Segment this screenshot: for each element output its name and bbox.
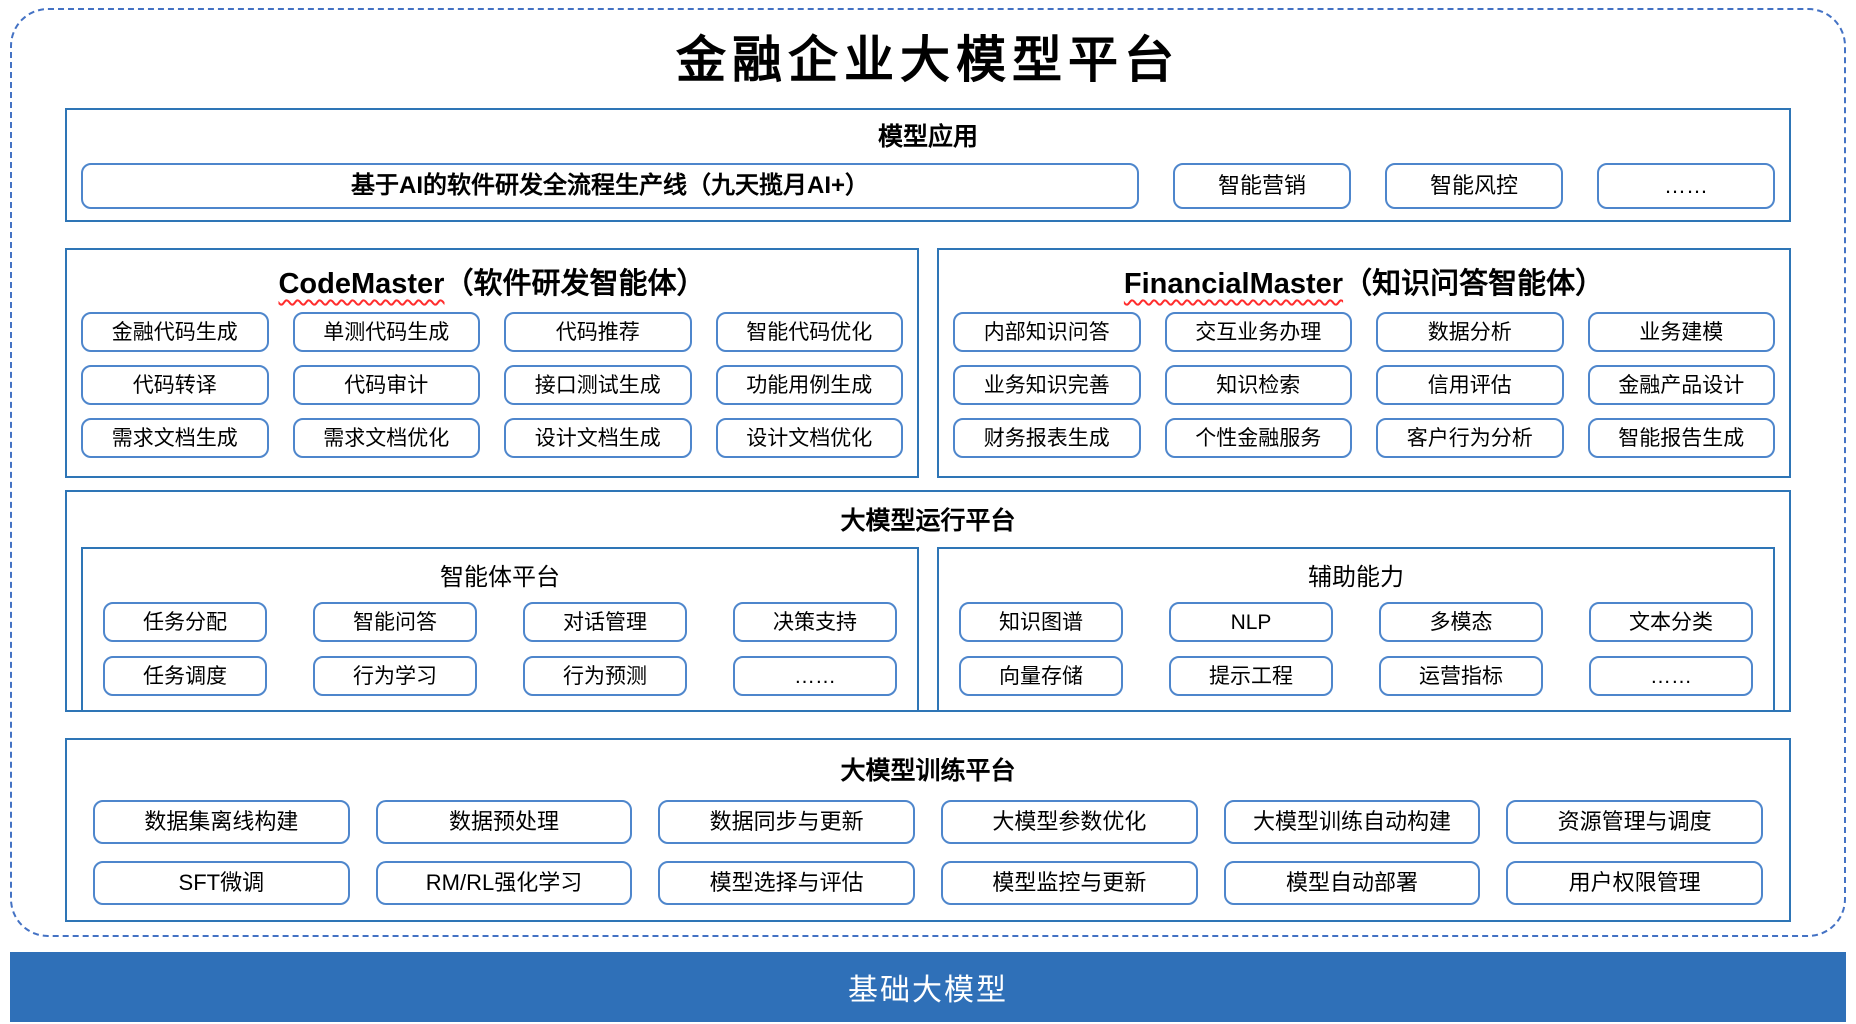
training-item: 资源管理与调度 [1506, 800, 1763, 844]
training-item: 大模型训练自动构建 [1223, 800, 1481, 844]
financialmaster-item: 信用评估 [1376, 365, 1564, 405]
financialmaster-title-en: FinancialMaster [1123, 268, 1344, 300]
financialmaster-item: 智能报告生成 [1587, 418, 1775, 458]
codemaster-item: 设计文档生成 [504, 418, 692, 458]
codemaster-title-zh: （软件研发智能体） [444, 268, 706, 300]
codemaster-grid: 金融代码生成 单测代码生成 代码推荐 智能代码优化 代码转译 代码审计 接口测试… [81, 312, 903, 458]
app-box-marketing: 智能营销 [1173, 163, 1351, 209]
training-item: 模型自动部署 [1223, 861, 1481, 905]
financialmaster-item: 客户行为分析 [1376, 418, 1564, 458]
codemaster-item: 代码推荐 [504, 312, 692, 352]
aux-ability-item: 运营指标 [1379, 656, 1543, 696]
financialmaster-item: 业务知识完善 [953, 365, 1141, 405]
agent-platform-grid: 任务分配 智能问答 对话管理 决策支持 任务调度 行为学习 行为预测 …… [103, 602, 897, 696]
codemaster-item: 需求文档生成 [81, 418, 269, 458]
aux-ability-item: 提示工程 [1169, 656, 1333, 696]
model-applications-row: 基于AI的软件研发全流程生产线（九天揽月AI+） 智能营销 智能风控 …… [81, 163, 1775, 209]
financialmaster-item: 内部知识问答 [953, 312, 1141, 352]
section-model-applications: 模型应用 基于AI的软件研发全流程生产线（九天揽月AI+） 智能营销 智能风控 … [65, 108, 1791, 222]
financialmaster-item: 知识检索 [1164, 365, 1352, 405]
codemaster-item: 接口测试生成 [504, 365, 692, 405]
section-model-applications-title: 模型应用 [877, 123, 978, 151]
financialmaster-item: 个性金融服务 [1164, 418, 1352, 458]
section-training-platform: 大模型训练平台 数据集离线构建 数据预处理 数据同步与更新 大模型参数优化 大模… [65, 738, 1791, 922]
aux-ability-title: 辅助能力 [1308, 564, 1404, 591]
section-runtime-platform: 大模型运行平台 智能体平台 任务分配 智能问答 对话管理 决策支持 任务调度 行… [65, 490, 1791, 712]
codemaster-item: 需求文档优化 [292, 418, 480, 458]
agent-platform-item: 智能问答 [313, 602, 477, 642]
aux-ability-item: NLP [1169, 602, 1333, 642]
agent-platform-item: 行为预测 [523, 656, 687, 696]
training-item: SFT微调 [93, 861, 350, 905]
aux-ability-item: …… [1589, 656, 1753, 696]
aux-ability-item: 向量存储 [959, 656, 1123, 696]
base-model-bar: 基础大模型 [10, 952, 1846, 1022]
training-grid: 数据集离线构建 数据预处理 数据同步与更新 大模型参数优化 大模型训练自动构建 … [93, 800, 1763, 905]
training-item: 大模型参数优化 [940, 800, 1198, 844]
panel-financialmaster: FinancialMaster（知识问答智能体） 内部知识问答 交互业务办理 数… [937, 248, 1791, 478]
financialmaster-item: 业务建模 [1587, 312, 1775, 352]
app-box-ai-devline: 基于AI的软件研发全流程生产线（九天揽月AI+） [81, 163, 1139, 209]
aux-ability-item: 知识图谱 [959, 602, 1123, 642]
financialmaster-item: 财务报表生成 [953, 418, 1141, 458]
codemaster-item: 智能代码优化 [715, 312, 903, 352]
codemaster-item: 单测代码生成 [292, 312, 480, 352]
training-item: 数据同步与更新 [658, 800, 915, 844]
app-box-more: …… [1597, 163, 1775, 209]
codemaster-item: 金融代码生成 [81, 312, 269, 352]
agent-platform-item: 任务分配 [103, 602, 267, 642]
training-title: 大模型训练平台 [840, 757, 1016, 785]
agent-platform-item: 对话管理 [523, 602, 687, 642]
training-item: 用户权限管理 [1506, 861, 1763, 905]
agent-platform-item: 行为学习 [313, 656, 477, 696]
runtime-title: 大模型运行平台 [840, 507, 1016, 535]
codemaster-item: 代码审计 [292, 365, 480, 405]
training-item: 模型监控与更新 [940, 861, 1198, 905]
financialmaster-item: 金融产品设计 [1587, 365, 1775, 405]
aux-ability-item: 文本分类 [1589, 602, 1753, 642]
subpanel-agent-platform: 智能体平台 任务分配 智能问答 对话管理 决策支持 任务调度 行为学习 行为预测… [81, 547, 919, 712]
financialmaster-item: 数据分析 [1376, 312, 1564, 352]
training-item: 数据预处理 [375, 800, 633, 844]
agent-platform-item: 决策支持 [733, 602, 897, 642]
codemaster-item: 设计文档优化 [715, 418, 903, 458]
panel-codemaster-title: CodeMaster（软件研发智能体） [81, 260, 903, 302]
app-box-risk-control: 智能风控 [1385, 163, 1563, 209]
training-item: RM/RL强化学习 [375, 861, 633, 905]
agent-platform-title: 智能体平台 [440, 564, 560, 591]
panel-codemaster: CodeMaster（软件研发智能体） 金融代码生成 单测代码生成 代码推荐 智… [65, 248, 919, 478]
codemaster-item: 功能用例生成 [715, 365, 903, 405]
base-model-label: 基础大模型 [848, 974, 1008, 1007]
financialmaster-title-zh: （知识问答智能体） [1343, 268, 1605, 300]
agent-platform-item: 任务调度 [103, 656, 267, 696]
financialmaster-item: 交互业务办理 [1164, 312, 1352, 352]
training-item: 数据集离线构建 [93, 800, 350, 844]
runtime-inner: 智能体平台 任务分配 智能问答 对话管理 决策支持 任务调度 行为学习 行为预测… [81, 547, 1775, 712]
panel-financialmaster-title: FinancialMaster（知识问答智能体） [953, 260, 1775, 302]
financialmaster-grid: 内部知识问答 交互业务办理 数据分析 业务建模 业务知识完善 知识检索 信用评估… [953, 312, 1775, 458]
section-agents: CodeMaster（软件研发智能体） 金融代码生成 单测代码生成 代码推荐 智… [65, 248, 1791, 478]
codemaster-title-en: CodeMaster [278, 268, 445, 300]
aux-ability-item: 多模态 [1379, 602, 1543, 642]
aux-ability-grid: 知识图谱 NLP 多模态 文本分类 向量存储 提示工程 运营指标 …… [959, 602, 1753, 696]
dashed-outer-frame [10, 8, 1846, 937]
agent-platform-item: …… [733, 656, 897, 696]
subpanel-aux-ability: 辅助能力 知识图谱 NLP 多模态 文本分类 向量存储 提示工程 运营指标 …… [937, 547, 1775, 712]
codemaster-item: 代码转译 [81, 365, 269, 405]
page-title: 金融企业大模型平台 [676, 30, 1180, 89]
training-item: 模型选择与评估 [658, 861, 915, 905]
